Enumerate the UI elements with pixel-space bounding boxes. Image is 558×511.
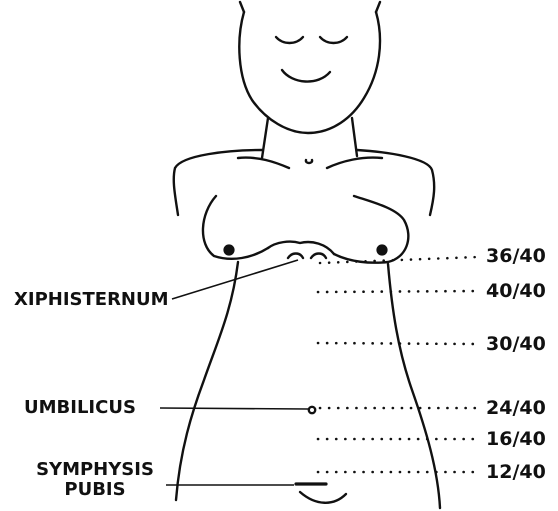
right-shoulder-arm bbox=[357, 150, 434, 215]
left-shoulder-arm bbox=[174, 150, 262, 215]
head-outline bbox=[239, 12, 380, 133]
gestation-label-12: 12/40 bbox=[486, 462, 546, 482]
label-umbilicus: UMBILICUS bbox=[24, 398, 136, 418]
left-eye bbox=[276, 37, 303, 43]
label-symphysis-line1: SYMPHYSIS bbox=[34, 460, 156, 480]
gestation-label-16: 16/40 bbox=[486, 429, 546, 449]
hair-right bbox=[376, 2, 380, 12]
torso-left bbox=[176, 262, 238, 500]
gestation-label-24: 24/40 bbox=[486, 398, 546, 418]
torso-right bbox=[388, 264, 440, 508]
clavicle-right bbox=[327, 158, 382, 168]
xiphoid-mark-right bbox=[311, 254, 326, 259]
inframammary-crease bbox=[268, 242, 334, 254]
right-eye bbox=[320, 37, 347, 43]
level-line-30 bbox=[318, 343, 476, 344]
umbilicus-mark bbox=[309, 407, 315, 413]
left-nipple bbox=[225, 246, 234, 255]
mouth bbox=[282, 70, 330, 82]
xiphoid-mark-left bbox=[288, 254, 303, 259]
xiphisternum-leader bbox=[172, 260, 298, 299]
right-breast bbox=[334, 196, 408, 263]
level-line-40 bbox=[318, 291, 476, 292]
gestation-label-36: 36/40 bbox=[486, 246, 546, 266]
umbilicus-leader bbox=[160, 408, 308, 409]
label-xiphisternum: XIPHISTERNUM bbox=[14, 290, 169, 310]
left-breast bbox=[203, 196, 268, 259]
gestation-label-40: 40/40 bbox=[486, 281, 546, 301]
clavicle-left bbox=[238, 158, 289, 168]
neck-left bbox=[262, 118, 268, 158]
label-symphysis-line2: PUBIS bbox=[34, 480, 156, 500]
label-symphysis: SYMPHYSIS PUBIS bbox=[34, 460, 156, 500]
right-nipple bbox=[378, 246, 387, 255]
sternal-notch bbox=[306, 160, 312, 163]
gestation-label-30: 30/40 bbox=[486, 334, 546, 354]
lower-abdomen bbox=[300, 492, 346, 503]
hair-left bbox=[240, 2, 244, 12]
